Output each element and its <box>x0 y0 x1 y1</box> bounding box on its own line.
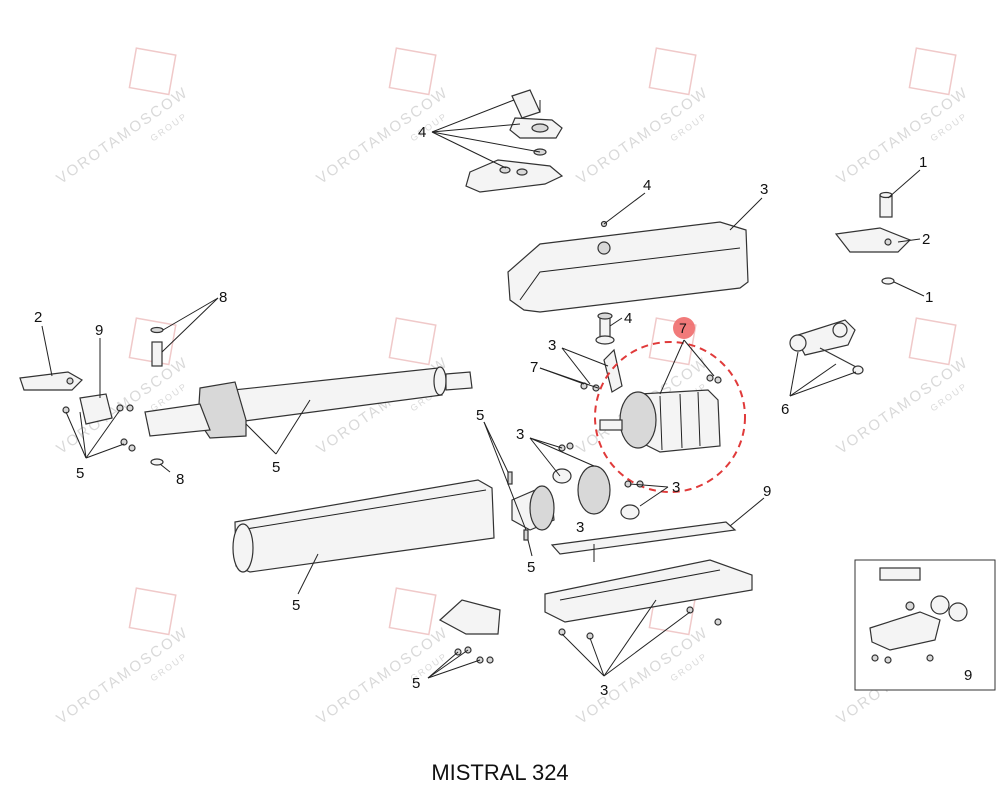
top-cover <box>507 220 749 313</box>
callout-2-right: 2 <box>922 231 930 248</box>
watermark: VOROTAMOSCOW GROUP <box>833 47 972 188</box>
pin-left <box>150 326 164 367</box>
watermark-text: VOROTAMOSCOW <box>833 84 971 188</box>
callout-5-arm: 5 <box>272 459 280 476</box>
leader-lines <box>41 99 925 679</box>
callout-9-gasket: 9 <box>763 483 771 500</box>
callout-3-gear: 3 <box>516 426 524 443</box>
highlight-marker <box>673 317 695 339</box>
model-title: MISTRAL 324 <box>431 760 569 785</box>
callout-5-mid: 5 <box>476 407 484 424</box>
washer-right <box>881 277 895 285</box>
callout-1-top: 1 <box>919 154 927 171</box>
mount-plate-right <box>834 227 912 253</box>
rear-bracket-upper <box>509 89 563 139</box>
base-tray <box>544 559 753 640</box>
callout-5-gearlow: 5 <box>527 559 535 576</box>
callout-3-tray: 3 <box>576 519 584 536</box>
watermark-text: VOROTAMOSCOW <box>573 84 711 188</box>
inset-box <box>854 559 996 691</box>
watermark-text: VOROTAMOSCOW <box>573 624 711 728</box>
callout-1-bottom: 1 <box>925 289 933 306</box>
callout-5-housing: 5 <box>292 597 300 614</box>
watermark: VOROTAMOSCOW GROUP <box>53 47 192 188</box>
front-bracket <box>789 319 864 375</box>
motor-highlight-ring <box>594 341 746 493</box>
callout-8-bottom: 8 <box>176 471 184 488</box>
gear-assembly <box>507 442 644 541</box>
callout-3-cover: 3 <box>760 181 768 198</box>
callout-5-left: 5 <box>76 465 84 482</box>
motor-clip <box>580 348 623 393</box>
watermark: VOROTAMOSCOW GROUP <box>313 587 452 728</box>
callout-6-right: 6 <box>781 401 789 418</box>
callout-9-left: 9 <box>95 322 103 339</box>
highlight-marker-label: 7 <box>679 320 687 336</box>
main-housing <box>232 479 495 573</box>
watermark-text: VOROTAMOSCOW <box>313 84 451 188</box>
rear-bracket-lower <box>465 148 564 193</box>
callout-4-top: 4 <box>418 124 426 141</box>
callout-3-motor: 3 <box>672 479 680 496</box>
callout-4-pin: 4 <box>624 310 632 327</box>
watermark: VOROTAMOSCOW GROUP <box>53 587 192 728</box>
pivot-pin <box>595 312 615 345</box>
actuator-arm <box>144 366 473 439</box>
gasket <box>550 521 737 555</box>
watermark-text: VOROTAMOSCOW <box>53 624 191 728</box>
callout-9-inset: 9 <box>964 667 972 684</box>
callout-3-bottom: 3 <box>600 682 608 699</box>
callout-3-mid: 3 <box>548 337 556 354</box>
watermark: VOROTAMOSCOW GROUP <box>573 47 712 188</box>
bracket-small <box>438 599 501 664</box>
screws-left <box>62 404 136 452</box>
mount-plate-left <box>19 371 83 391</box>
watermark-text: VOROTAMOSCOW <box>53 84 191 188</box>
callout-2-left: 2 <box>34 309 42 326</box>
callout-5-bracket: 5 <box>412 675 420 692</box>
watermark: VOROTAMOSCOW GROUP <box>313 47 452 188</box>
watermark-layer: VOROTAMOSCOW GROUP VOROTAMOSCOW GROUP VO… <box>53 47 972 728</box>
rear-bracket-left <box>79 393 113 425</box>
motor <box>599 374 722 453</box>
callout-numbers: 4 4 3 1 2 1 8 2 9 4 3 7 6 5 8 5 5 3 3 9 … <box>34 124 972 699</box>
hinge-pin <box>879 191 893 218</box>
washer-left <box>150 458 164 466</box>
callout-7-left: 7 <box>530 359 538 376</box>
callout-4-cover: 4 <box>643 177 651 194</box>
callout-8-top: 8 <box>219 289 227 306</box>
